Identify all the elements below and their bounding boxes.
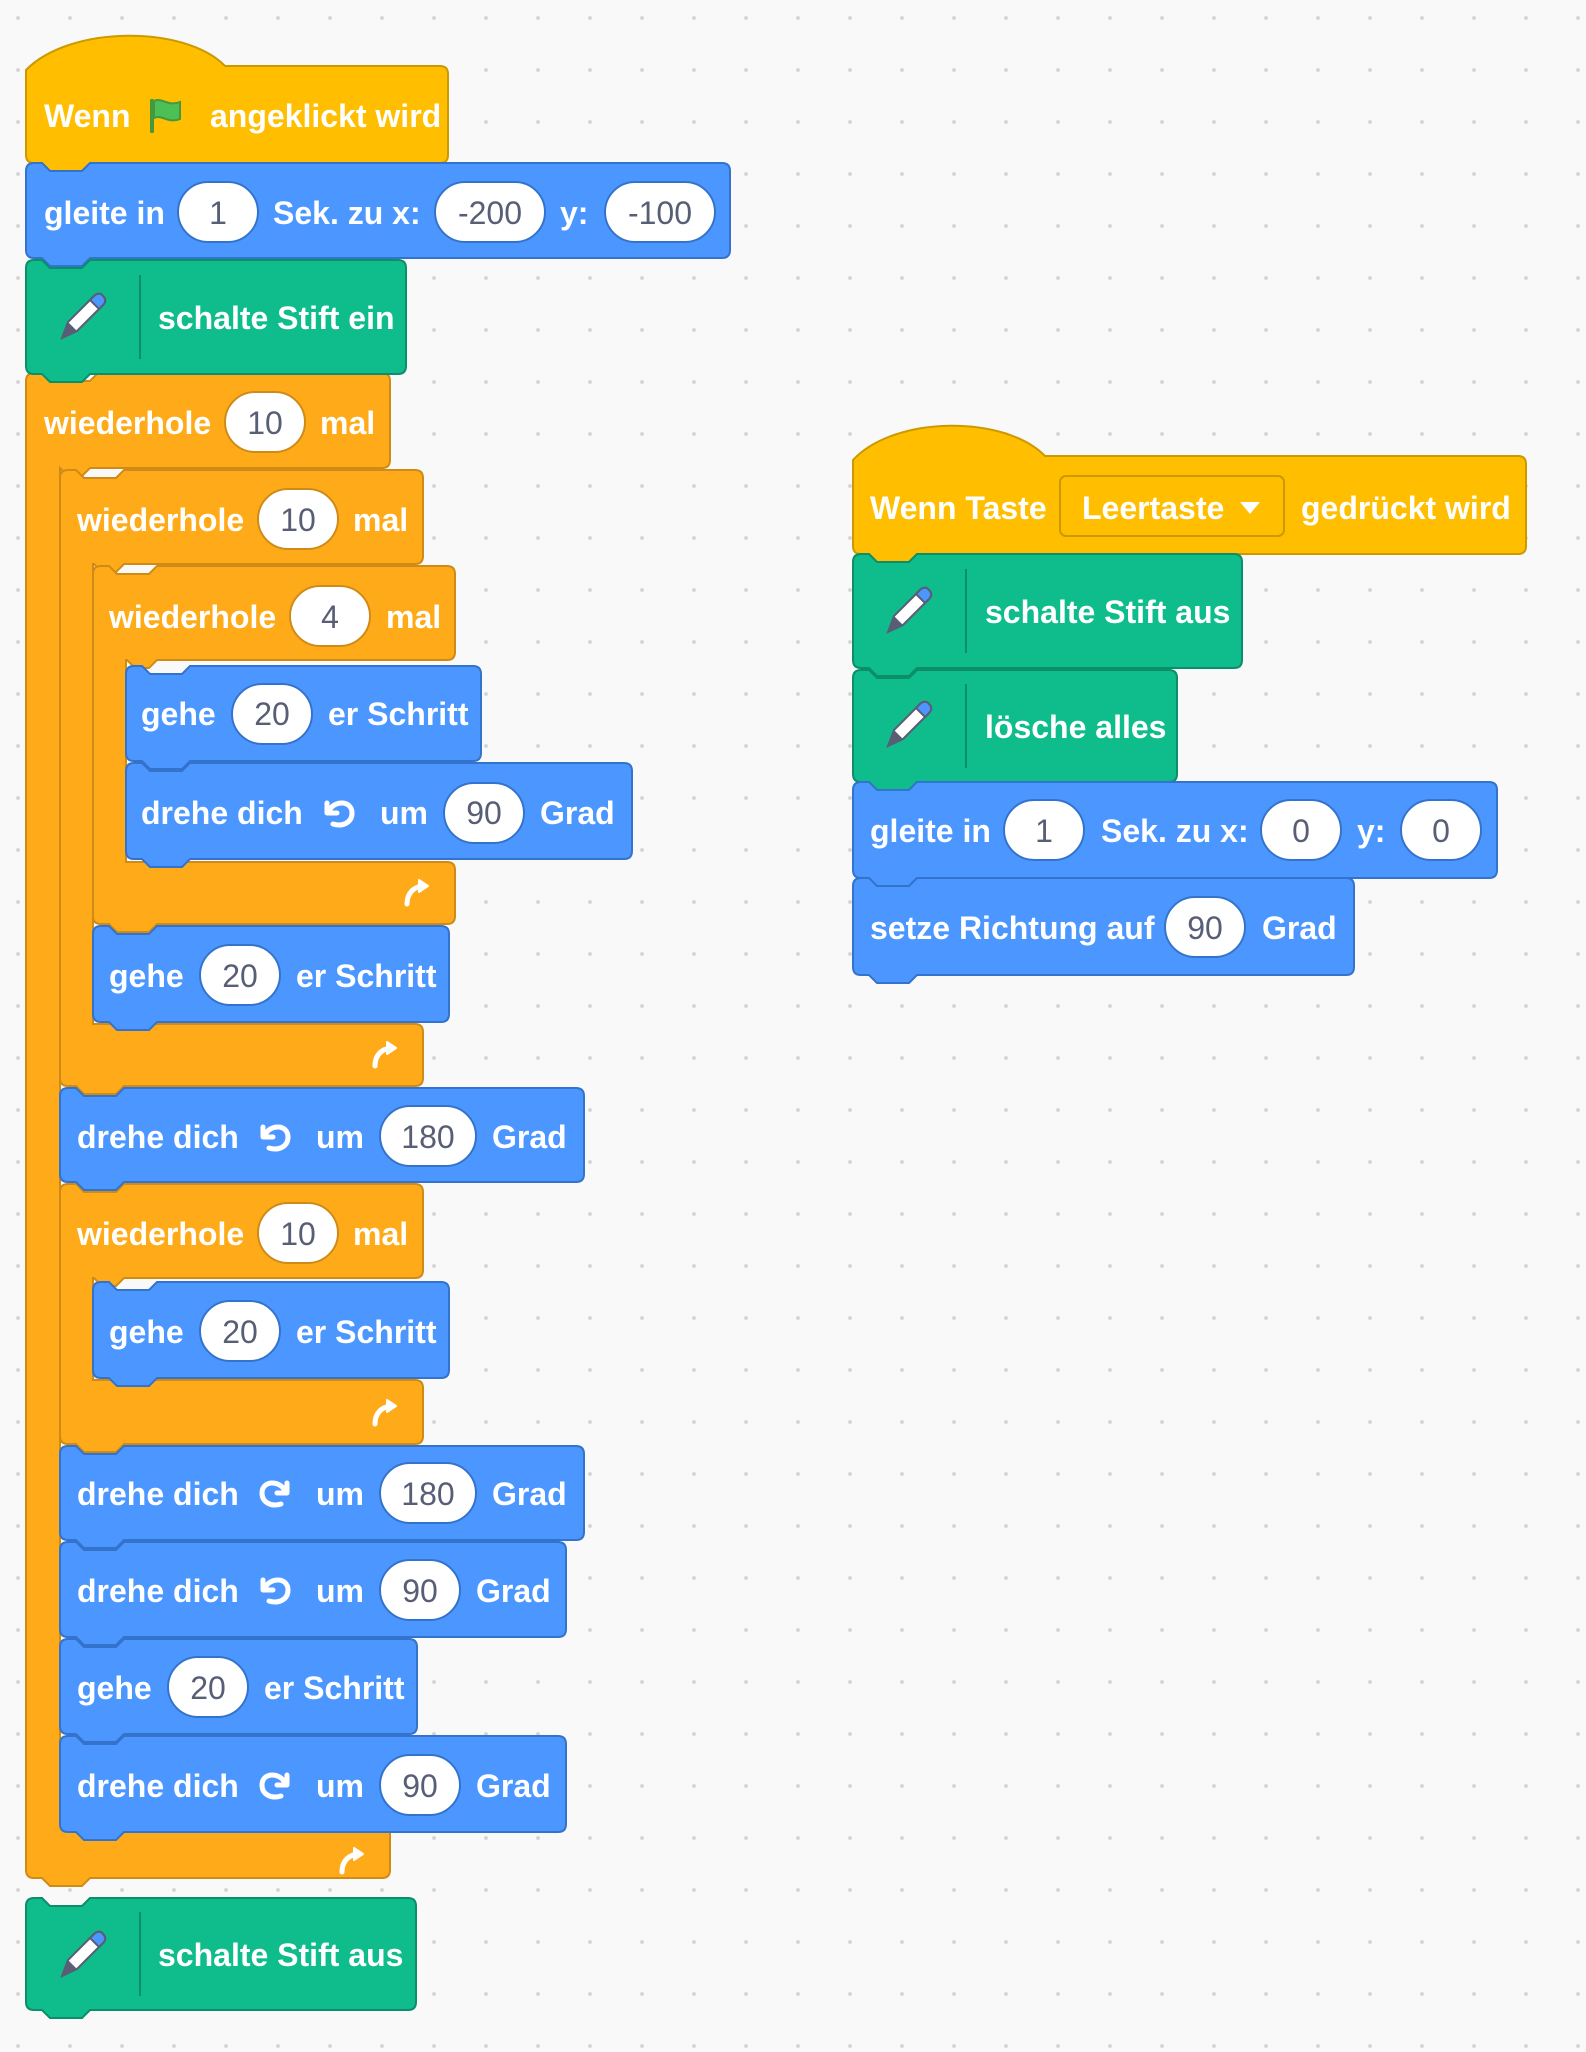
move-1-label: gehe	[141, 696, 216, 732]
turn-1-grad-label: Grad	[540, 795, 615, 831]
repeat-b-label: wiederhole	[108, 599, 276, 635]
turn-5-um-label: um	[316, 1768, 364, 1804]
pen-up-label-2: schalte Stift aus	[985, 594, 1230, 630]
point-direction-value: 90	[1187, 910, 1223, 946]
pen-up-block[interactable]	[25, 1897, 417, 2019]
glide-x-value: -200	[458, 195, 522, 231]
move-3-steps-input[interactable]	[199, 1300, 281, 1362]
repeat-c-times-value: 10	[280, 1216, 316, 1252]
glide-label: gleite in	[44, 195, 165, 231]
pen-up-block-2[interactable]	[852, 553, 1243, 677]
repeat-b-block[interactable]	[92, 565, 456, 933]
move-3-steps-value: 20	[222, 1314, 258, 1350]
turn-3-degrees-input[interactable]	[379, 1462, 477, 1524]
repeat-outer-mal-label: mal	[320, 405, 375, 441]
repeat-a-mal-label: mal	[353, 502, 408, 538]
turn-3-degrees-value: 180	[401, 1476, 454, 1512]
turn-2-grad-label: Grad	[492, 1119, 567, 1155]
hat-label-pressed: gedrückt wird	[1301, 490, 1511, 526]
glide-to-x-label-2: Sek. zu x:	[1101, 813, 1249, 849]
glide-x-input-2[interactable]	[1260, 799, 1342, 861]
point-direction-input[interactable]	[1164, 896, 1246, 958]
glide-y-label-2: y:	[1357, 813, 1385, 849]
turn-4-degrees-value: 90	[402, 1573, 438, 1609]
turn-4-label: drehe dich	[77, 1573, 239, 1609]
glide-y-input-2[interactable]	[1400, 799, 1482, 861]
repeat-a-block[interactable]	[59, 469, 424, 1095]
turn-5-grad-label: Grad	[476, 1768, 551, 1804]
script-key-pressed[interactable]: Wenn Taste Leertaste gedrückt wird schal…	[852, 424, 1527, 984]
turn-5-degrees-value: 90	[402, 1768, 438, 1804]
turn-2-degrees-value: 180	[401, 1119, 454, 1155]
turn-4-um-label: um	[316, 1573, 364, 1609]
move-2-steps-label: er Schritt	[296, 958, 437, 994]
key-dropdown-value: Leertaste	[1082, 490, 1224, 526]
turn-2-label: drehe dich	[77, 1119, 239, 1155]
glide-x-value-2: 0	[1292, 813, 1310, 849]
key-dropdown[interactable]	[1059, 475, 1285, 537]
turn-1-um-label: um	[380, 795, 428, 831]
move-4-label: gehe	[77, 1670, 152, 1706]
script-green-flag[interactable]: Wenn angeklickt wird gleite in 1 Sek. zu…	[25, 34, 731, 2019]
glide-y-value-2: 0	[1432, 813, 1450, 849]
repeat-a-label: wiederhole	[76, 502, 244, 538]
glide-label-2: gleite in	[870, 813, 991, 849]
move-1-steps-label: er Schritt	[328, 696, 469, 732]
glide-y-label: y:	[560, 195, 588, 231]
hat-label-clicked: angeklickt wird	[210, 98, 441, 134]
turn-2-degrees-input[interactable]	[379, 1105, 477, 1167]
turn-2-um-label: um	[316, 1119, 364, 1155]
move-1-steps-value: 20	[254, 696, 290, 732]
clear-label: lösche alles	[985, 709, 1166, 745]
repeat-c-times-input[interactable]	[257, 1202, 339, 1264]
move-4-steps-label: er Schritt	[264, 1670, 405, 1706]
move-2-label: gehe	[109, 958, 184, 994]
glide-y-value: -100	[628, 195, 692, 231]
glide-x-input[interactable]	[434, 181, 546, 243]
turn-1-degrees-input[interactable]	[443, 782, 525, 844]
turn-3-label: drehe dich	[77, 1476, 239, 1512]
move-2-steps-value: 20	[222, 958, 258, 994]
turn-1-degrees-value: 90	[466, 795, 502, 831]
repeat-b-times-value: 4	[321, 599, 339, 635]
turn-1-label: drehe dich	[141, 795, 303, 831]
repeat-c-label: wiederhole	[76, 1216, 244, 1252]
move-3-label: gehe	[109, 1314, 184, 1350]
pen-down-block[interactable]	[25, 259, 407, 383]
pen-down-label: schalte Stift ein	[158, 300, 395, 336]
move-1-steps-input[interactable]	[231, 683, 313, 745]
repeat-a-times-input[interactable]	[257, 488, 339, 550]
glide-y-input[interactable]	[604, 181, 716, 243]
repeat-outer-times-value: 10	[247, 405, 283, 441]
glide-secs-value-2: 1	[1035, 813, 1053, 849]
move-4-steps-value: 20	[190, 1670, 226, 1706]
glide-secs-input[interactable]	[177, 181, 259, 243]
pen-up-label: schalte Stift aus	[158, 1937, 403, 1973]
repeat-c-mal-label: mal	[353, 1216, 408, 1252]
glide-to-x-label: Sek. zu x:	[273, 195, 421, 231]
repeat-outer-times-input[interactable]	[224, 391, 306, 453]
repeat-a-times-value: 10	[280, 502, 316, 538]
move-3-steps-label: er Schritt	[296, 1314, 437, 1350]
move-4-steps-input[interactable]	[167, 1656, 249, 1718]
glide-secs-value: 1	[209, 195, 227, 231]
glide-secs-input-2[interactable]	[1003, 799, 1085, 861]
turn-4-grad-label: Grad	[476, 1573, 551, 1609]
hat-label-wenn-taste: Wenn Taste	[870, 490, 1047, 526]
point-direction-label: setze Richtung auf	[870, 910, 1155, 946]
turn-4-degrees-input[interactable]	[379, 1559, 461, 1621]
turn-3-grad-label: Grad	[492, 1476, 567, 1512]
hat-label-wenn: Wenn	[44, 98, 131, 134]
repeat-b-mal-label: mal	[386, 599, 441, 635]
point-direction-grad-label: Grad	[1262, 910, 1337, 946]
repeat-outer-label: wiederhole	[43, 405, 211, 441]
move-2-steps-input[interactable]	[199, 944, 281, 1006]
turn-5-degrees-input[interactable]	[379, 1754, 461, 1816]
dropdown-arrow-icon	[1240, 502, 1260, 514]
turn-5-label: drehe dich	[77, 1768, 239, 1804]
repeat-b-times-input[interactable]	[289, 585, 371, 647]
turn-3-um-label: um	[316, 1476, 364, 1512]
